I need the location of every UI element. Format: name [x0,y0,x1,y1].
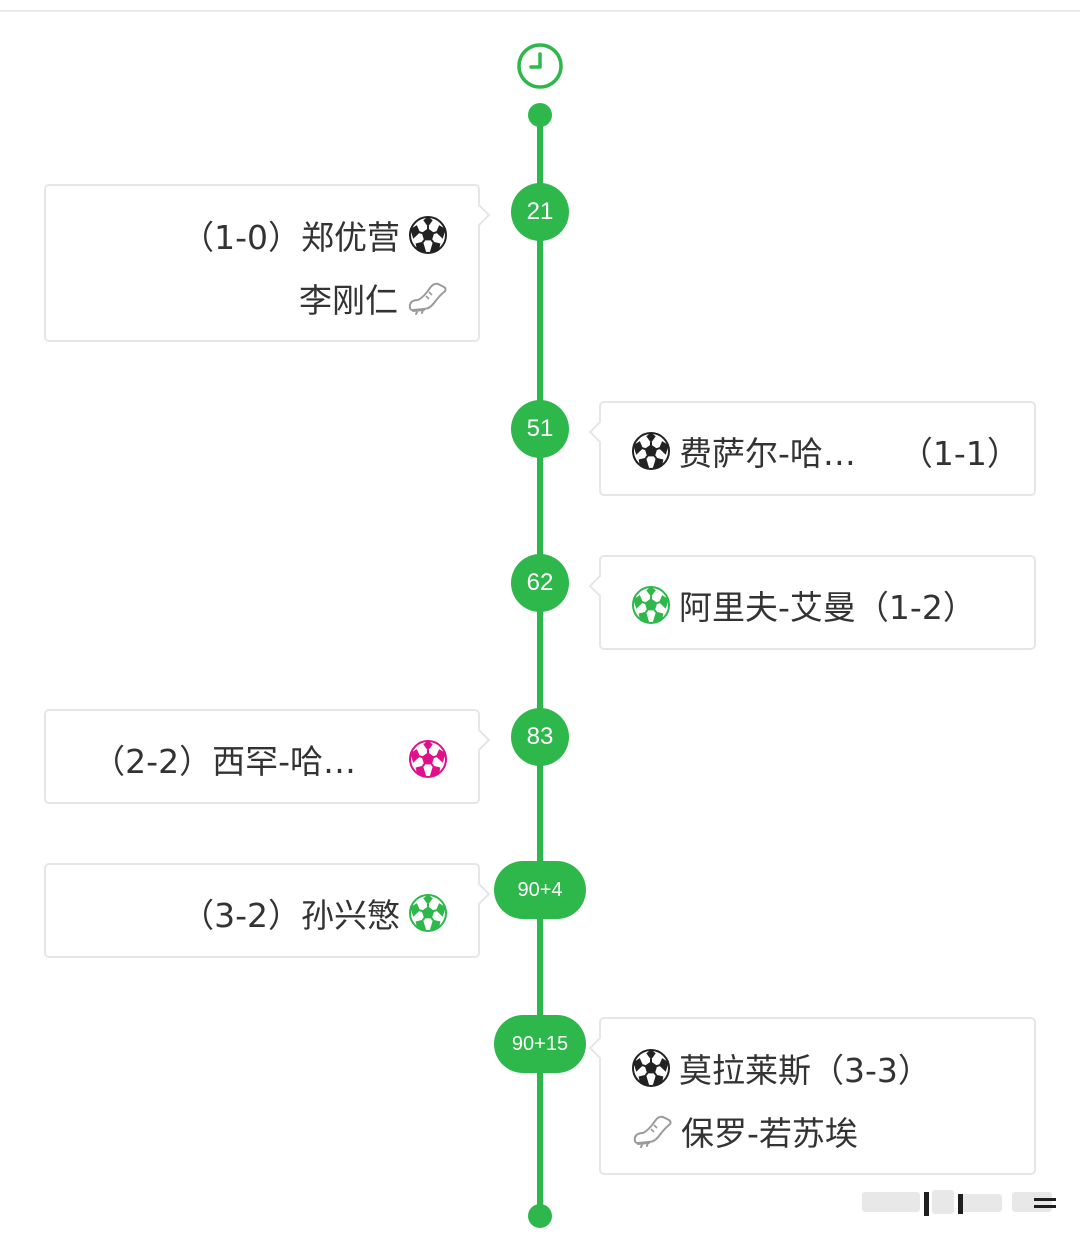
score-label: （3-2） [181,896,301,935]
clock-icon [517,43,563,89]
timeline-start-dot [528,103,552,127]
event-minute-badge: 21 [511,183,569,241]
top-divider [0,10,1080,12]
event-card[interactable]: （1-0）郑优营 李刚仁 [44,184,480,342]
event-card[interactable]: 费萨尔-哈… （1-1） [599,401,1036,496]
minute-label: 90+4 [517,878,563,901]
watermark-logo [862,1190,1056,1216]
assist-name: 保罗-若苏埃 [681,1114,858,1153]
scorer-name: 莫拉莱斯 [679,1051,811,1090]
score-label: （1-2） [855,588,976,627]
scorer-name: 孙兴慜 [301,896,400,935]
goal-ball-icon [632,1049,670,1087]
minute-label: 62 [526,569,554,596]
goal-line: （3-2）孙兴慜 [181,889,448,937]
minute-label: 90+15 [511,1032,569,1055]
event-card[interactable]: 阿里夫-艾曼（1-2） [599,555,1036,650]
penalty-ball-icon [632,586,670,624]
assist-boot-icon [408,282,447,315]
scorer-name: 西罕-哈… [212,742,356,781]
score-label: （3-3） [811,1051,931,1090]
goal-line: （2-2）西罕-哈… [92,735,448,783]
goal-ball-icon [409,216,447,254]
scorer-name: 郑优营 [301,218,400,257]
minute-label: 51 [526,415,554,442]
event-card[interactable]: （2-2）西罕-哈… [44,709,480,804]
event-minute-badge: 51 [511,400,569,458]
assist-line: 李刚仁 [299,274,448,322]
event-minute-badge: 83 [511,708,569,766]
score-label: （1-0） [181,218,301,257]
event-minute-badge: 62 [511,554,569,612]
timeline-axis [537,113,543,1217]
goal-line: （1-0）郑优营 [181,211,448,259]
goal-ball-icon [632,432,670,470]
timeline-end-dot [528,1204,552,1228]
score-label: （1-1） [899,434,1020,473]
assist-name: 李刚仁 [299,281,398,320]
event-minute-badge: 90+15 [494,1015,586,1073]
scorer-name: 费萨尔-哈… [679,434,856,473]
minute-label: 21 [526,198,554,225]
event-card[interactable]: 莫拉莱斯（3-3） 保罗-若苏埃 [599,1017,1036,1175]
assist-line: 保罗-若苏埃 [631,1107,858,1155]
goal-line: 阿里夫-艾曼（1-2） [631,581,976,629]
score-label: （2-2） [92,742,213,781]
minute-label: 83 [526,723,554,750]
event-card[interactable]: （3-2）孙兴慜 [44,863,480,958]
goal-line: 费萨尔-哈… （1-1） [631,427,1020,475]
event-minute-badge: 90+4 [494,861,586,919]
penalty-ball-icon [409,894,447,932]
own-goal-ball-icon [409,740,447,778]
scorer-name: 阿里夫-艾曼 [679,588,856,627]
goal-line: 莫拉莱斯（3-3） [631,1044,931,1092]
assist-boot-icon [633,1115,672,1148]
